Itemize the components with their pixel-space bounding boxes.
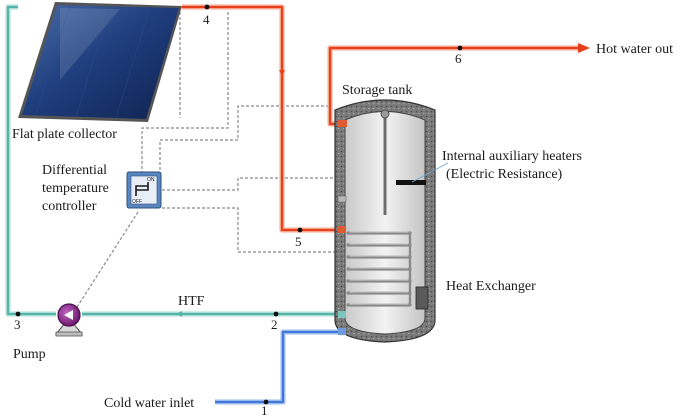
- heat-exchanger-label: Heat Exchanger: [446, 279, 536, 294]
- cold-water-inlet-label: Cold water inlet: [104, 396, 194, 411]
- collector-label: Flat plate collector: [12, 127, 117, 142]
- controller-on-label: ON: [147, 177, 155, 183]
- control-line-pump: [69, 211, 139, 319]
- aux-heaters-label-line2: (Electric Resistance): [446, 167, 563, 182]
- control-line-aux-heater: [162, 177, 340, 191]
- return-loop-pipe: [5, 4, 342, 317]
- controller-label-line2: temperature: [42, 181, 109, 196]
- node-dot-1: [263, 399, 269, 405]
- node-markers: [15, 4, 463, 405]
- hot-loop-pipe: [182, 4, 340, 233]
- pump-arrow-icon: [64, 310, 73, 320]
- node-label-6: 6: [455, 51, 462, 66]
- differential-temperature-controller: ON OFF: [126, 171, 162, 209]
- return-loop-flow-arrow: [176, 311, 182, 317]
- control-line-storage-top: [159, 105, 331, 170]
- htf-label: HTF: [178, 294, 205, 309]
- node-dot-2: [273, 311, 279, 317]
- storage-tank: [334, 99, 436, 343]
- hot-water-out-label: Hot water out: [596, 42, 673, 57]
- hot-loop-flow-arrow: [279, 70, 285, 76]
- aux-heater-leader-line: [411, 162, 449, 183]
- node-label-2: 2: [271, 317, 278, 332]
- controller-label-line3: controller: [42, 199, 97, 214]
- flat-plate-collector: [18, 2, 182, 122]
- node-label-5: 5: [295, 234, 302, 249]
- storage-tank-label: Storage tank: [342, 83, 412, 98]
- controller-switch-icon: [135, 182, 149, 196]
- node-dot-6: [457, 45, 463, 51]
- node-label-1: 1: [261, 403, 268, 417]
- node-dot-4: [204, 4, 210, 10]
- hot-water-out-arrow: [578, 43, 590, 53]
- cold-water-inlet-pipe: [215, 329, 342, 405]
- controller-off-label: OFF: [132, 199, 142, 205]
- node-dot-3: [15, 311, 21, 317]
- control-line-collector-sensor: [141, 12, 229, 176]
- pump: [54, 303, 84, 337]
- control-line-tank-bottom: [162, 207, 340, 253]
- node-label-3: 3: [14, 317, 21, 332]
- internal-auxiliary-heater: [396, 180, 426, 185]
- pump-label: Pump: [13, 347, 46, 362]
- node-label-4: 4: [203, 12, 210, 27]
- heat-exchanger-coil: [346, 231, 412, 307]
- aux-heaters-label-line1: Internal auxiliary heaters: [442, 149, 582, 164]
- node-dot-5: [297, 227, 303, 233]
- controller-label-line1: Differential: [42, 163, 107, 178]
